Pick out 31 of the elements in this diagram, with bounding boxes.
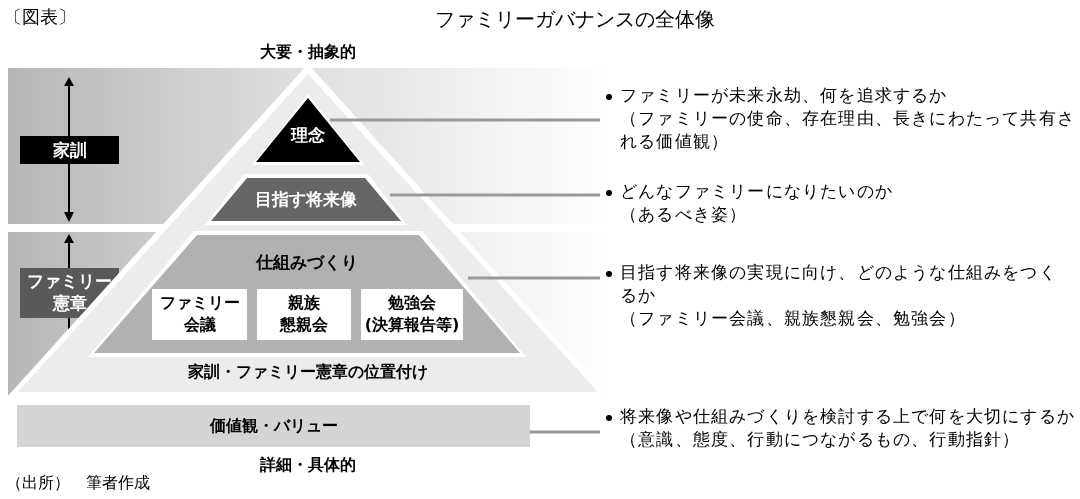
item-box-ground xyxy=(152,289,247,340)
description-text: 目指す将来像の実現に向け、どのような仕組みをつくるか xyxy=(620,262,1058,307)
label-box-ground xyxy=(20,136,119,164)
box-label: 家訓 xyxy=(51,139,88,161)
leader-line xyxy=(468,276,600,280)
axis-label: 詳細・具体的 xyxy=(259,455,357,476)
figure-label: 〔図表〕 xyxy=(4,6,76,29)
shape-label: 家訓・ファミリー憲章の位置付け xyxy=(187,361,429,383)
title: ファミリーガバナンスの全体像 xyxy=(434,7,716,32)
item-box-ground xyxy=(257,289,351,340)
band-box-ground xyxy=(17,405,530,447)
box-label: 勉強会(決算報告等) xyxy=(363,292,461,336)
description-text: ファミリーが未来永劫、何を追求するか xyxy=(620,85,949,107)
leader-line xyxy=(330,118,600,122)
axis-label: 大要・抽象的 xyxy=(259,42,357,63)
description-text: どんなファミリーになりたいのか xyxy=(620,181,894,203)
description-text: 将来像や仕組みづくりを検討する上で何を大切にするか xyxy=(620,406,1076,428)
leader-line xyxy=(390,193,600,197)
box-label: ファミリー会議 xyxy=(158,292,241,336)
description-text: （ファミリーの使命、存在理由、長きにわたって共有される価値観） xyxy=(620,108,1076,153)
shape-label: 仕組みづくり xyxy=(255,251,359,273)
description-text: （ファミリー会議、親族懇親会、勉強会） xyxy=(620,308,967,330)
band-label: 価値観・バリュー xyxy=(208,415,339,437)
box-label: 親族懇親会 xyxy=(278,292,329,336)
description-text: （あるべき姿） xyxy=(620,204,749,226)
leader-line xyxy=(530,430,600,434)
description-text: （意識、態度、行動につながるもの、行動指針） xyxy=(620,429,1022,451)
box-label: ファミリー憲章 xyxy=(26,270,113,314)
shape-label: 理念 xyxy=(289,124,326,146)
source-note: （出所） 筆者作成 xyxy=(6,473,150,493)
shape-label: 目指す将来像 xyxy=(254,188,358,210)
